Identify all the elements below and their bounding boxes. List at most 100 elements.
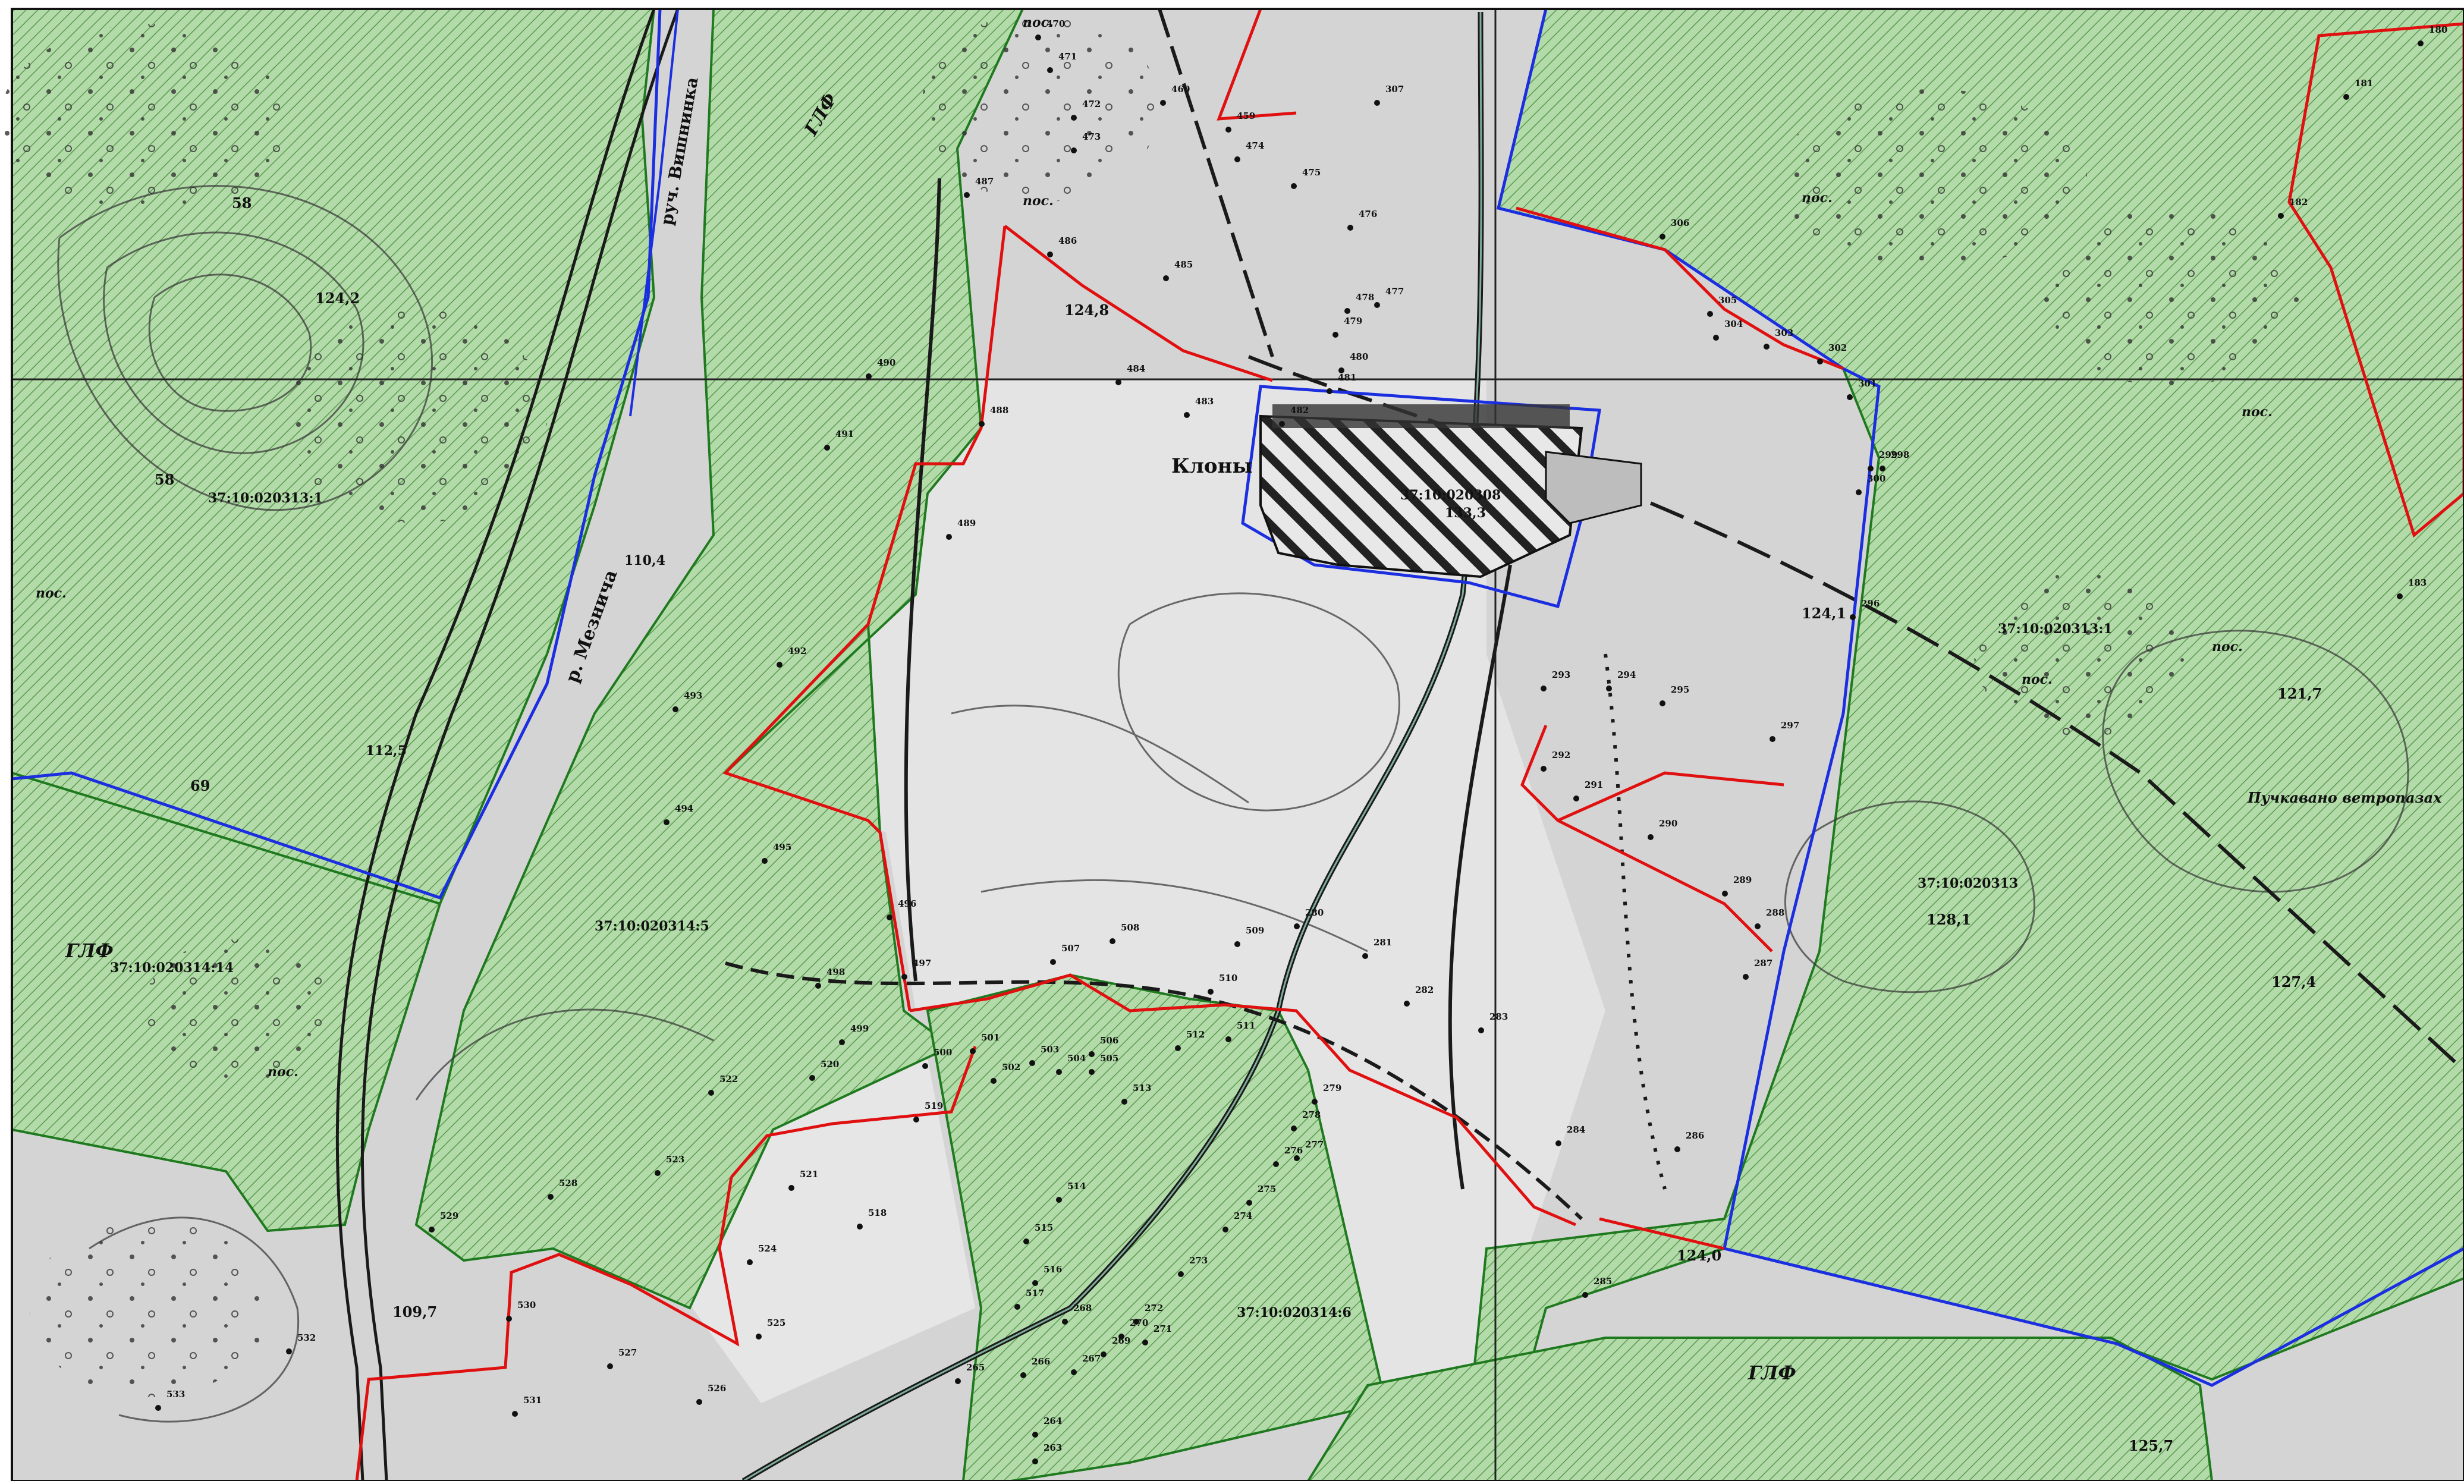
vertex-label: 476 — [1359, 209, 1377, 219]
vertex-dot — [866, 373, 872, 379]
vertex-point: 506 — [1089, 1035, 1118, 1057]
vertex-point: 489 — [946, 518, 976, 540]
vertex-point: 484 — [1115, 363, 1145, 385]
vertex-label: 486 — [1058, 235, 1077, 246]
vertex-label: 181 — [2355, 78, 2373, 89]
vertex-label: 488 — [990, 405, 1008, 416]
vertex-point: 505 — [1089, 1053, 1118, 1075]
vertex-label: 482 — [1290, 405, 1309, 416]
vertex-dot — [548, 1194, 554, 1200]
vertex-label: 507 — [1061, 943, 1080, 954]
vertex-point: 504 — [1056, 1053, 1086, 1075]
vertex-dot — [1327, 388, 1332, 394]
vertex-label: 271 — [1154, 1323, 1172, 1334]
vertex-dot — [1279, 421, 1285, 427]
vertex-dot — [1142, 1340, 1148, 1345]
vertex-dot — [1374, 100, 1380, 106]
vertex-dot — [1071, 147, 1077, 153]
vertex-point: 277 — [1294, 1139, 1324, 1161]
vertex-dot — [1338, 367, 1344, 373]
vertex-dot — [887, 914, 892, 920]
vertex-dot — [1101, 1351, 1107, 1357]
vertex-point: 518 — [857, 1208, 887, 1230]
vertex-label: 280 — [1305, 907, 1324, 918]
vertex-dot — [1014, 1304, 1020, 1310]
vertex-dot — [747, 1259, 753, 1265]
vertex-dot — [1178, 1271, 1184, 1277]
vertex-dot — [1184, 412, 1190, 418]
vertex-dot — [824, 445, 830, 451]
vertex-label: 301 — [1858, 378, 1877, 389]
vertex-point: 288 — [1755, 907, 1784, 929]
vertex-dot — [1770, 736, 1775, 742]
vertex-label: 294 — [1617, 669, 1636, 680]
vertex-label: 477 — [1385, 286, 1404, 297]
vertex-label: 531 — [523, 1395, 542, 1406]
vertex-point: 533 — [155, 1389, 185, 1411]
vertex-point: 531 — [512, 1395, 542, 1417]
vertex-point: 290 — [1648, 818, 1677, 840]
vertex-point: 266 — [1020, 1356, 1050, 1378]
vertex-label: 506 — [1100, 1035, 1118, 1046]
vertex-point: 493 — [672, 690, 702, 712]
vertex-point: 516 — [1032, 1264, 1062, 1286]
contour-number-1: 58 — [232, 194, 252, 212]
vertex-point: 473 — [1071, 131, 1101, 153]
vertex-point: 472 — [1071, 99, 1101, 121]
vertex-label: 533 — [166, 1389, 185, 1400]
vertex-point: 297 — [1770, 720, 1799, 742]
vertex-label: 296 — [1861, 598, 1880, 609]
vertex-dot — [1850, 614, 1856, 620]
vertex-label: 302 — [1828, 342, 1847, 353]
vertex-point: 517 — [1014, 1288, 1044, 1310]
vertex-dot — [1755, 923, 1761, 929]
vertex-dot — [1246, 1200, 1252, 1206]
vertex-point: 183 — [2397, 577, 2427, 599]
vertex-label: 503 — [1041, 1044, 1059, 1055]
vertex-dot — [1225, 1036, 1231, 1042]
vertex-label: 500 — [934, 1047, 952, 1058]
vegetation-patches — [0, 12, 2301, 1397]
vertex-dot — [155, 1405, 161, 1411]
vertex-dot — [1404, 1001, 1410, 1007]
vertex-dot — [1020, 1372, 1026, 1378]
vertex-label: 527 — [618, 1347, 637, 1358]
vertex-label: 519 — [925, 1101, 943, 1111]
vertex-point: 181 — [2343, 78, 2373, 100]
vertex-dot — [1294, 923, 1300, 929]
elevation-9: 110,4 — [624, 553, 665, 568]
veg-label-1: пос. — [36, 586, 67, 601]
vertex-dot — [1121, 1099, 1127, 1105]
vertex-point: 271 — [1142, 1323, 1172, 1345]
vertex-dot — [1707, 311, 1713, 317]
vertex-dot — [1332, 332, 1338, 338]
vertex-dot — [1294, 1155, 1300, 1161]
vertex-label: 481 — [1338, 372, 1356, 383]
elevation-10: 112,5 — [366, 743, 407, 759]
vertex-label: 299 — [1879, 449, 1897, 460]
vertex-dot — [1175, 1045, 1181, 1051]
vertex-label: 492 — [788, 646, 806, 656]
vertex-label: 264 — [1044, 1416, 1062, 1426]
veg-label-8: пос. — [2212, 639, 2243, 655]
vertex-label: 483 — [1195, 396, 1214, 407]
elevation-11: 124,2 — [315, 290, 360, 307]
vertex-point: 302 — [1817, 342, 1847, 364]
vertex-dot — [1868, 466, 1874, 471]
vertex-point: 522 — [708, 1074, 738, 1096]
vertex-point: 293 — [1541, 669, 1570, 691]
vertex-dot — [1110, 938, 1115, 944]
elevation-12: 133,3 — [1445, 505, 1486, 521]
vertex-label: 267 — [1082, 1353, 1101, 1364]
vertex-dot — [1222, 1227, 1228, 1233]
vertex-point: 272 — [1133, 1303, 1163, 1325]
vertex-point: 291 — [1573, 779, 1603, 801]
vertex-dot — [1234, 156, 1240, 162]
vertex-dot — [991, 1078, 997, 1084]
vertex-dot — [1764, 344, 1770, 350]
vertex-dot — [1347, 225, 1353, 231]
vertex-dot — [839, 1039, 845, 1045]
vertex-label: 510 — [1219, 973, 1237, 983]
vertex-dot — [1056, 1069, 1062, 1075]
